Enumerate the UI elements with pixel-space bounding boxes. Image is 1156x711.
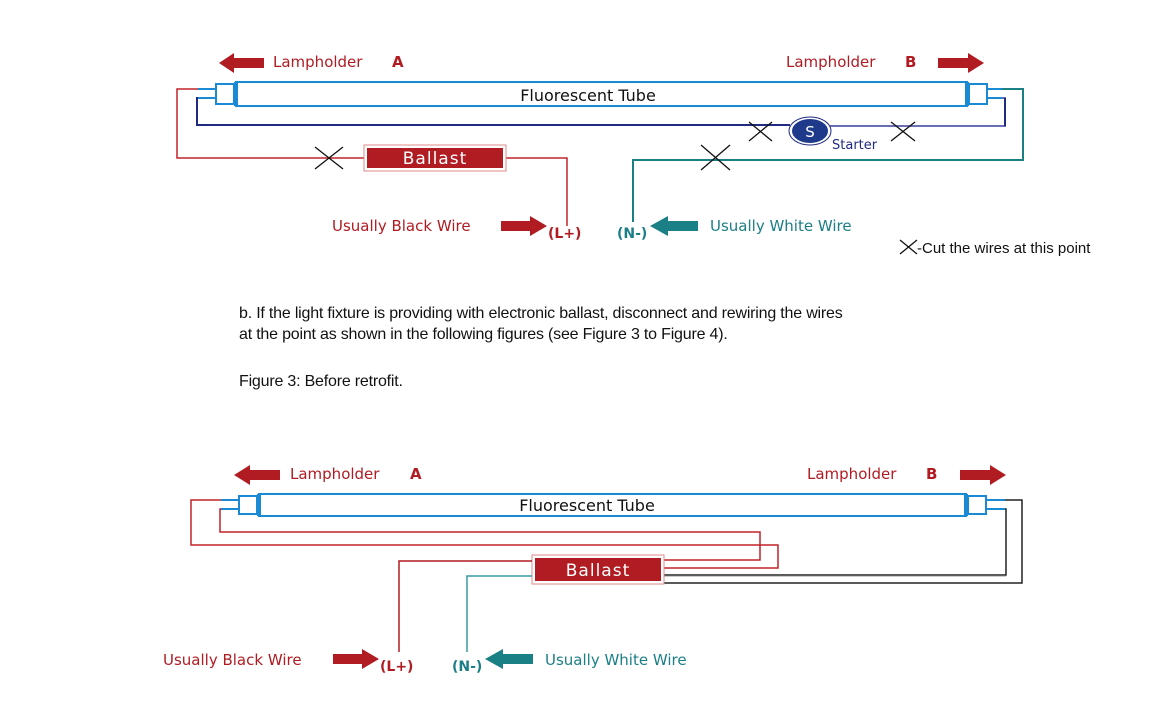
lampholder-a-label: Lampholder <box>273 53 363 71</box>
right-arrow-icon <box>960 465 1006 485</box>
top-diagram: Lampholder A Lampholder B Fluorescent Tu… <box>176 53 1091 257</box>
tube-label: Fluorescent Tube <box>520 86 656 105</box>
starter-wire <box>196 97 790 126</box>
lampholder-a-wire <box>190 499 779 569</box>
starter: S Starter <box>788 116 878 153</box>
lampholder-b-letter: B <box>926 465 937 483</box>
tube-label: Fluorescent Tube <box>519 496 655 515</box>
instruction-line-1: b. If the light fixture is providing wit… <box>239 305 843 322</box>
ballast: Ballast <box>531 554 665 585</box>
lampholder-a-wire <box>219 508 761 561</box>
white-wire-label: Usually White Wire <box>545 651 687 669</box>
cut-mark-icon <box>314 146 344 170</box>
lampholder-a-label: Lampholder <box>290 465 380 483</box>
lampholder-b-letter: B <box>905 53 916 71</box>
end-cap-left <box>238 495 258 515</box>
cut-mark-icon <box>890 121 916 142</box>
right-arrow-icon <box>501 216 547 236</box>
cut-mark-icon <box>748 121 773 142</box>
black-wire-label: Usually Black Wire <box>332 217 471 235</box>
lampholder-a-letter: A <box>410 465 422 483</box>
cut-mark-icon <box>700 144 731 171</box>
instruction-paragraph: b. If the light fixture is providing wit… <box>239 303 843 345</box>
end-cap-right <box>968 83 988 105</box>
black-wire <box>176 88 366 159</box>
lampholder-a-letter: A <box>392 53 404 71</box>
figure-caption: Figure 3: Before retrofit. <box>239 373 403 390</box>
neutral-terminal: (N-) <box>452 659 482 675</box>
left-arrow-icon <box>219 53 264 73</box>
neutral-terminal: (N-) <box>617 226 647 242</box>
left-arrow-icon <box>485 649 533 669</box>
white-wire <box>632 88 1024 222</box>
cut-legend: -Cut the wires at this point <box>917 240 1091 257</box>
instruction-line-2: at the point as shown in the following f… <box>239 326 728 343</box>
line-terminal: (L+) <box>548 226 581 242</box>
starter-symbol: S <box>805 123 815 141</box>
end-cap-left <box>215 83 235 105</box>
line-terminal: (L+) <box>380 659 413 675</box>
ballast-label: Ballast <box>403 149 467 169</box>
black-wire-label: Usually Black Wire <box>163 651 302 669</box>
white-wire <box>466 575 532 652</box>
black-wire <box>398 560 532 652</box>
lampholder-b-wire <box>664 499 1023 584</box>
lampholder-b-wire <box>664 508 1007 576</box>
left-arrow-icon <box>234 465 280 485</box>
ballast: Ballast <box>363 144 507 172</box>
end-cap-right <box>967 495 987 515</box>
cut-mark-icon <box>899 239 918 255</box>
bottom-diagram: Lampholder A Lampholder B Fluorescent Tu… <box>163 465 1023 675</box>
lampholder-b-label: Lampholder <box>807 465 897 483</box>
starter-label: Starter <box>832 138 878 153</box>
right-arrow-icon <box>938 53 984 73</box>
lampholder-b-label: Lampholder <box>786 53 876 71</box>
right-arrow-icon <box>333 649 379 669</box>
left-arrow-icon <box>650 216 698 236</box>
ballast-label: Ballast <box>566 561 630 581</box>
white-wire-label: Usually White Wire <box>710 217 852 235</box>
